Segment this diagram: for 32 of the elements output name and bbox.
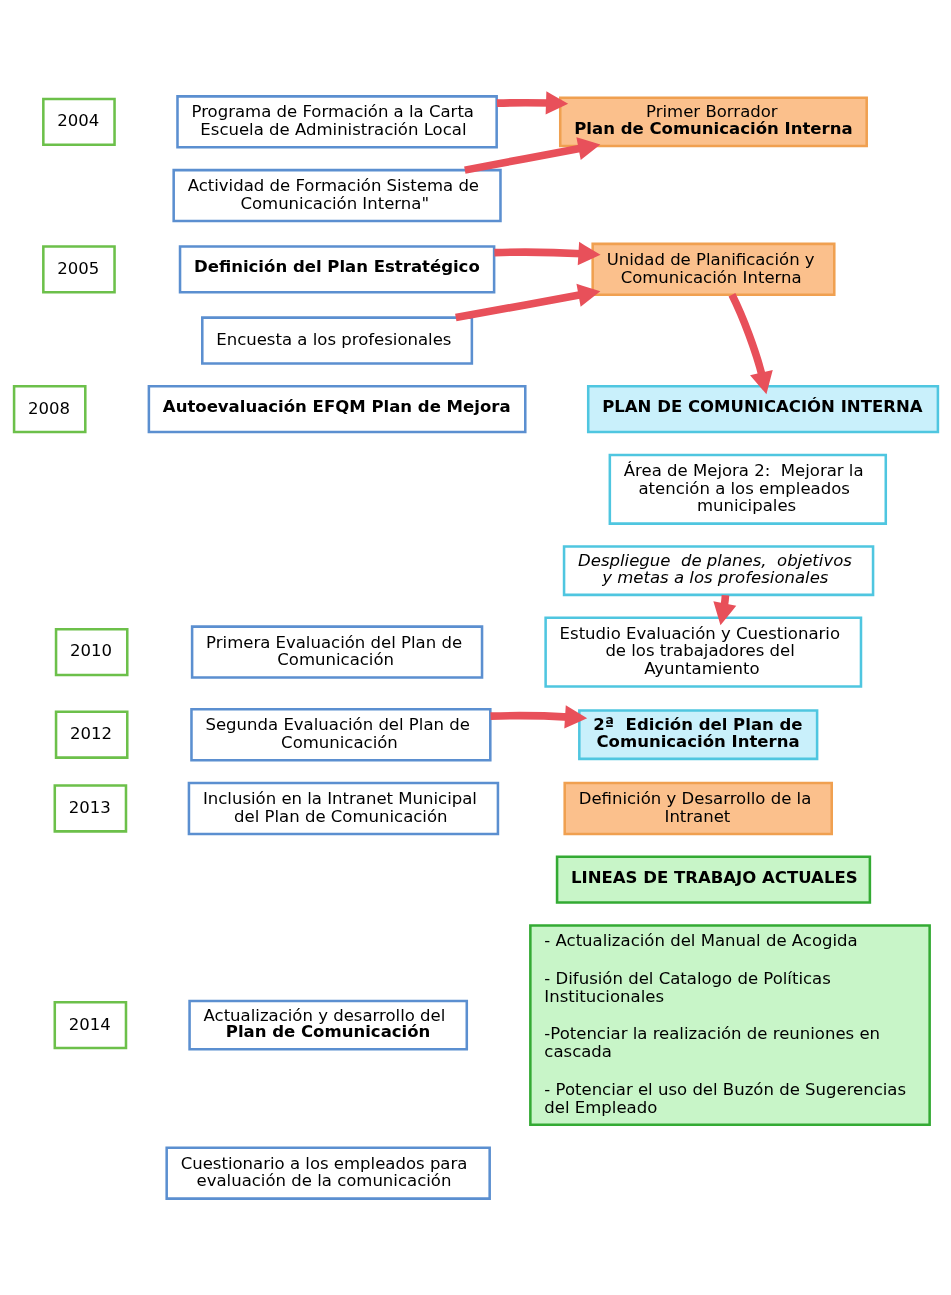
node-box: Actualización y desarrollo del Plan de Comunicación: [187, 999, 468, 1051]
node-box: Despliegue de planes, objetivos y metas a los profesionales: [562, 545, 874, 597]
node-box: PLAN DE COMUNICACIÓN INTERNA: [586, 385, 939, 434]
node-box: 2014: [53, 1001, 127, 1050]
node-box: 2005: [41, 245, 116, 294]
node-box: 2004: [41, 97, 116, 146]
arrow: [454, 283, 600, 322]
node-box: LINEAS DE TRABAJO ACTUALES: [555, 855, 871, 904]
node-box: 2008: [12, 385, 87, 434]
arrow: [496, 91, 568, 115]
node-box: Segunda Evaluación del Plan de Comunicación: [189, 708, 492, 762]
node-box: Programa de Formación a la Carta Escuela de Administración Local: [175, 95, 498, 149]
node-box: 2012: [54, 710, 129, 759]
node-box: 2013: [53, 784, 127, 833]
node-box: 2010: [54, 627, 129, 677]
node-box: Inclusión en la Intranet Municipal del Plan de Comunicación: [187, 781, 499, 836]
node-box: Definición del Plan Estratégico: [178, 245, 495, 294]
node-box: Unidad de Planificación y Comunicación Interna: [590, 242, 836, 296]
node-box: Estudio Evaluación y Cuestionario de los trabajadores del Ayuntamiento: [543, 616, 862, 688]
node-box: Primer Borrador Plan de Comunicación Interna: [558, 96, 868, 148]
node-box: Primera Evaluación del Plan de Comunicación: [190, 625, 483, 679]
node-box: Definición y Desarrollo de la Intranet: [562, 781, 833, 836]
arrow: [728, 293, 773, 395]
node-box: Cuestionario a los empleados para evaluación de la comunicación: [164, 1146, 491, 1200]
node-box: Actividad de Formación Sistema de Comunicación Interna": [171, 168, 502, 223]
node-box: 2ª Edición del Plan de Comunicación Interna: [577, 709, 818, 761]
arrow: [490, 705, 587, 729]
arrow: [493, 241, 601, 266]
node-box: Área de Mejora 2: Mejorar la atención a los empleados municipales: [608, 453, 887, 525]
node-box: - Actualización del Manual de Acogida - Difusión del Catalogo de Políticas Institucionales -Potenciar la realización de reuniones en cascada - Potenciar el uso del Buzón de Sugerencias del Empleado: [528, 924, 931, 1126]
node-box: Encuesta a los profesionales: [200, 316, 473, 365]
node-box: Autoevaluación EFQM Plan de Mejora: [147, 385, 527, 434]
